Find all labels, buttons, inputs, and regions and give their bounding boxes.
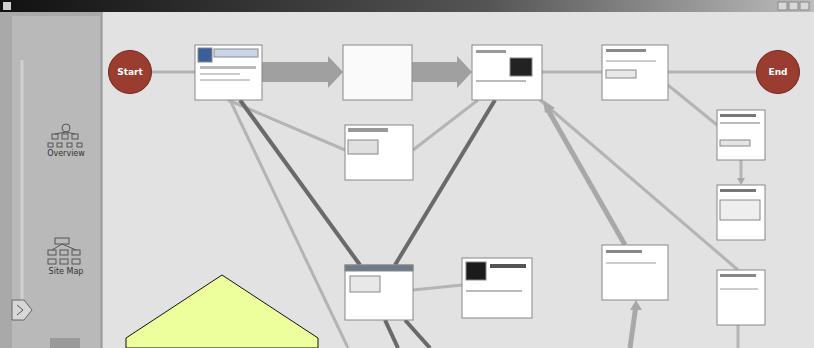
terminal-label: End <box>769 67 788 77</box>
sidebar-label: Overview <box>47 149 85 158</box>
terminal-circle: Start <box>108 50 152 94</box>
sidebar-label: Site Map <box>49 267 84 276</box>
terminal-circle: End <box>756 50 800 94</box>
terminal-label: Start <box>117 67 143 77</box>
